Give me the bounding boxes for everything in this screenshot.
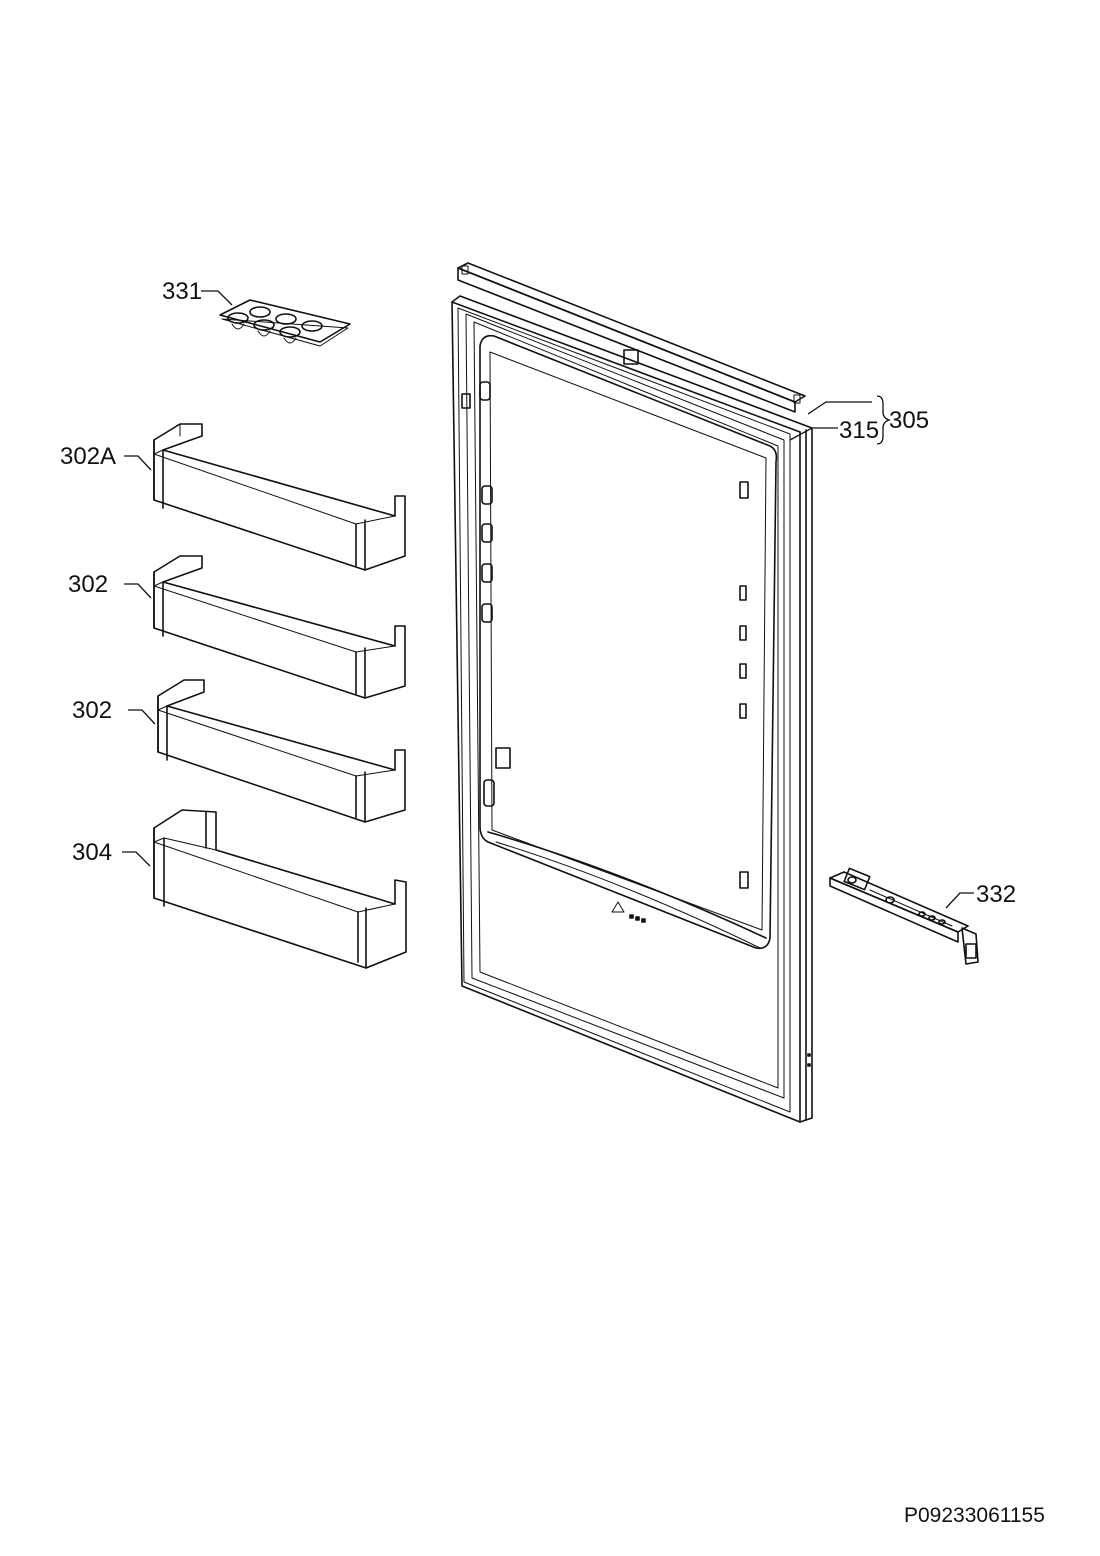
label-304: 304 — [72, 839, 112, 866]
label-302a: 302A — [60, 443, 116, 470]
hinge-332[interactable] — [829, 867, 979, 965]
door-balcony-302-lower[interactable] — [157, 679, 406, 823]
label-315: 315 — [839, 417, 879, 444]
label-331: 331 — [162, 278, 202, 305]
label-332: 332 — [976, 881, 1016, 908]
leader-315 — [789, 427, 838, 441]
label-305: 305 — [889, 407, 929, 434]
drawing-code: P09233061155 — [904, 1504, 1045, 1527]
label-302-lower: 302 — [72, 697, 112, 724]
leader-302-lower — [128, 709, 156, 725]
leader-304 — [122, 851, 151, 867]
egg-tray-331[interactable] — [219, 299, 351, 347]
leader-305 — [807, 401, 872, 415]
brace-305 — [876, 395, 892, 445]
door-assembly-305[interactable] — [451, 262, 813, 1123]
door-balcony-302a[interactable] — [153, 423, 406, 571]
leader-331 — [201, 290, 233, 306]
door-balcony-302-upper[interactable] — [153, 555, 406, 699]
label-302-upper: 302 — [68, 571, 108, 598]
leader-302-upper — [124, 583, 152, 599]
leader-302a — [124, 455, 152, 471]
bottle-balcony-304[interactable] — [153, 809, 407, 969]
leader-332 — [945, 892, 974, 909]
